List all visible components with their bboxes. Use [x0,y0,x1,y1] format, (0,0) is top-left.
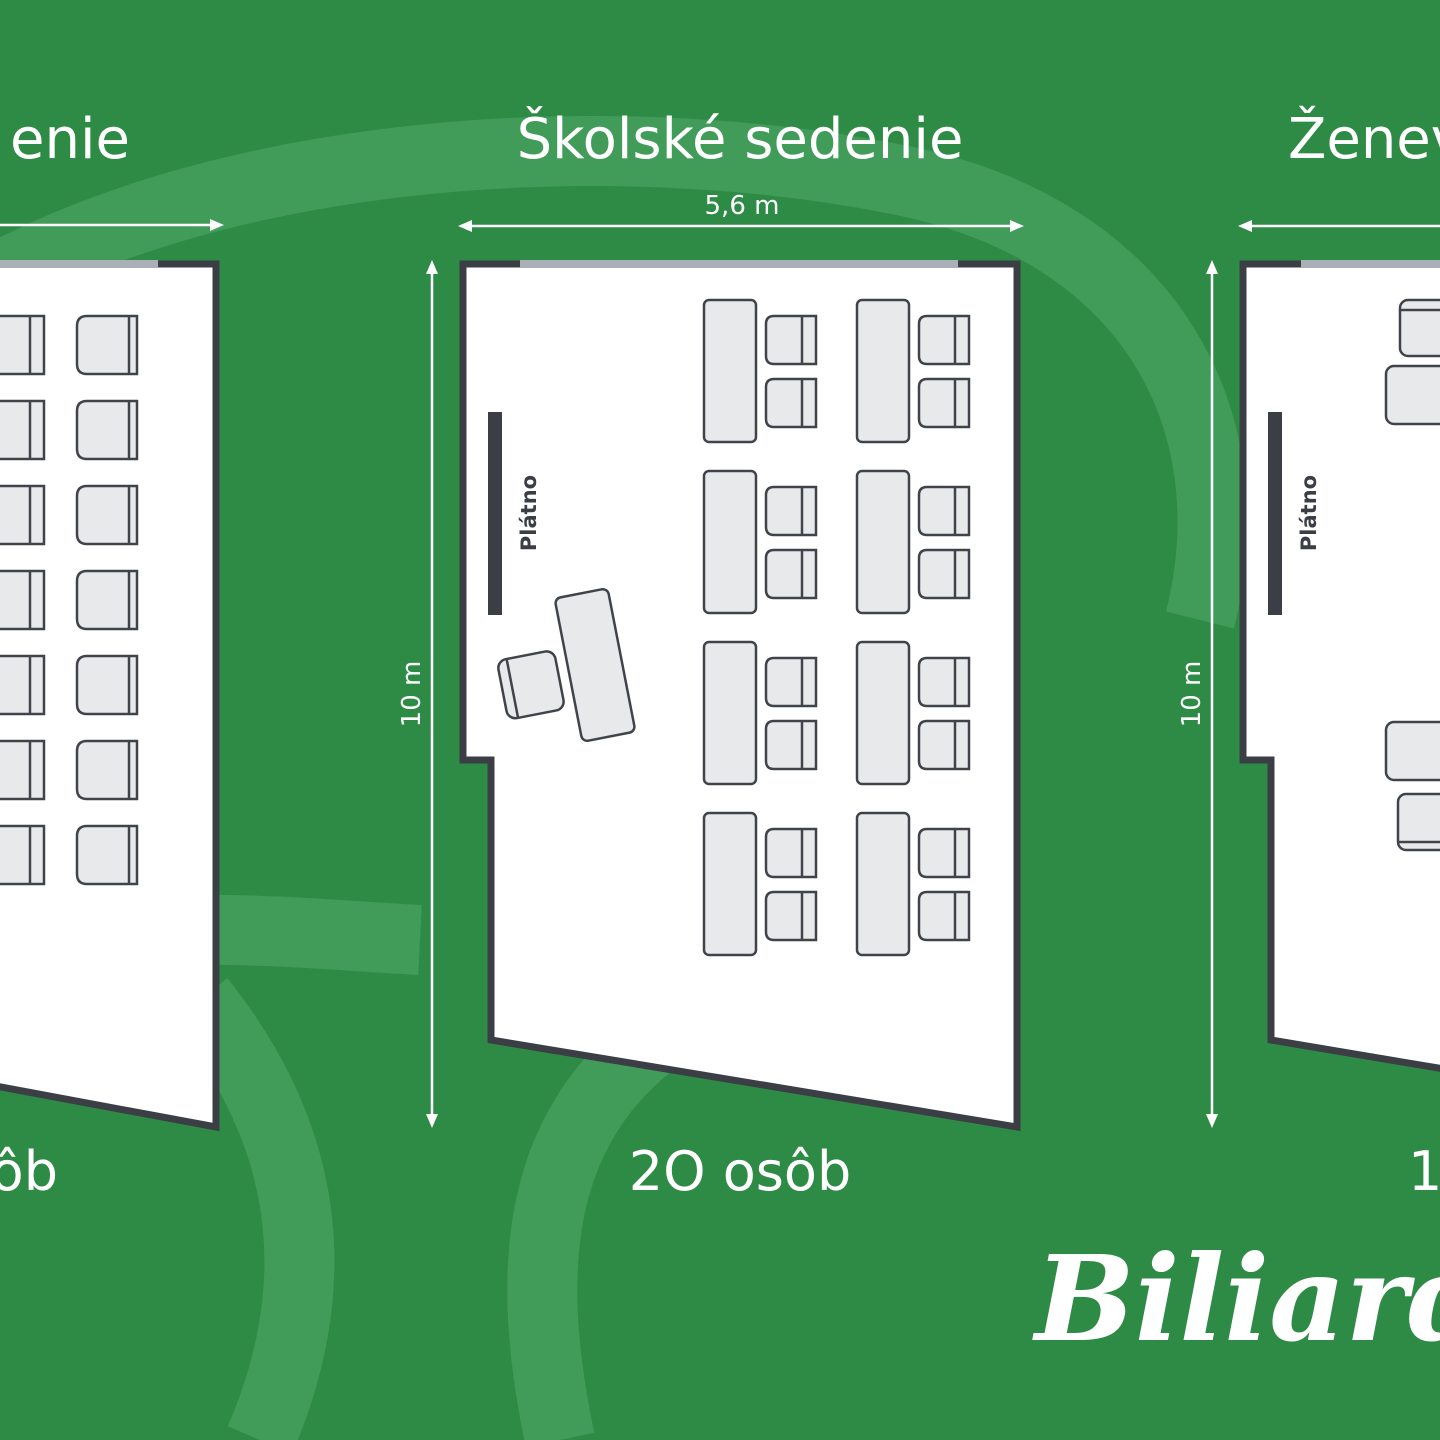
chair [764,890,818,942]
chair [917,314,971,366]
chair [764,656,818,708]
width-arrow [0,219,224,231]
desk [702,640,758,786]
desk-unit [702,298,818,444]
chair [764,377,818,429]
desk [702,298,758,444]
layout-geneva: Ženev 10 m Plátno 18 [1177,107,1440,1203]
width-arrow [458,220,1024,232]
window [1301,260,1440,268]
chair [917,719,971,771]
chair [917,377,971,429]
chair [1384,720,1440,782]
projection-screen [1268,412,1282,615]
chair [75,824,139,886]
desk [702,469,758,615]
desk-unit [855,811,971,957]
chair [0,824,46,886]
chair [917,890,971,942]
chair [1398,298,1440,358]
layout-capacity: 18 [1408,1140,1440,1203]
screen-label: Plátno [517,475,541,551]
chair [75,484,139,546]
width-arrow [1238,220,1440,232]
chair [917,827,971,879]
chair [764,548,818,600]
window [520,260,958,268]
chair [0,399,46,461]
desk-unit [702,811,818,957]
chair-grid [0,314,139,886]
chair [917,656,971,708]
layout-capacity: ôb [0,1140,58,1203]
chair [0,569,46,631]
desk-unit [702,469,818,615]
chair [764,314,818,366]
chair [1396,792,1440,852]
chair [764,827,818,879]
lecturer-chair [497,650,565,720]
chair [0,739,46,801]
layout-capacity: 2O osôb [629,1140,852,1203]
chair [1384,364,1440,426]
chair [75,569,139,631]
desk-rows [702,298,971,957]
chair [764,485,818,537]
desk [855,811,911,957]
desk [855,640,911,786]
screen-label: Plátno [1297,475,1321,551]
chair [75,654,139,716]
chair [75,314,139,376]
desk [855,298,911,444]
chair [75,399,139,461]
height-label: 10 m [397,661,427,728]
desk-unit [855,469,971,615]
chair [75,739,139,801]
desk [855,469,911,615]
chair [0,314,46,376]
desk-unit [855,298,971,444]
layout-title: Ženev [1288,107,1440,172]
chair [764,719,818,771]
layout-title: enie [10,107,130,172]
desk-unit [855,640,971,786]
chair [917,548,971,600]
layout-school: Školské sedenie 5,6 m 10 m Plátno 2O osô… [397,107,1024,1203]
chair [0,484,46,546]
chair [917,485,971,537]
layout-left: enie ôb [0,107,224,1203]
desk [702,811,758,957]
height-arrow [1206,260,1218,1128]
height-label: 10 m [1177,661,1207,728]
chair [0,654,46,716]
desk-unit [702,640,818,786]
room-outline [1239,260,1440,1072]
lecturer-desk [554,587,636,743]
height-arrow [426,260,438,1128]
projection-screen [488,412,502,615]
layout-title: Školské sedenie [517,107,964,172]
brand-logo-text: Biliard [1032,1229,1440,1368]
window [0,260,158,268]
width-label: 5,6 m [705,191,780,221]
